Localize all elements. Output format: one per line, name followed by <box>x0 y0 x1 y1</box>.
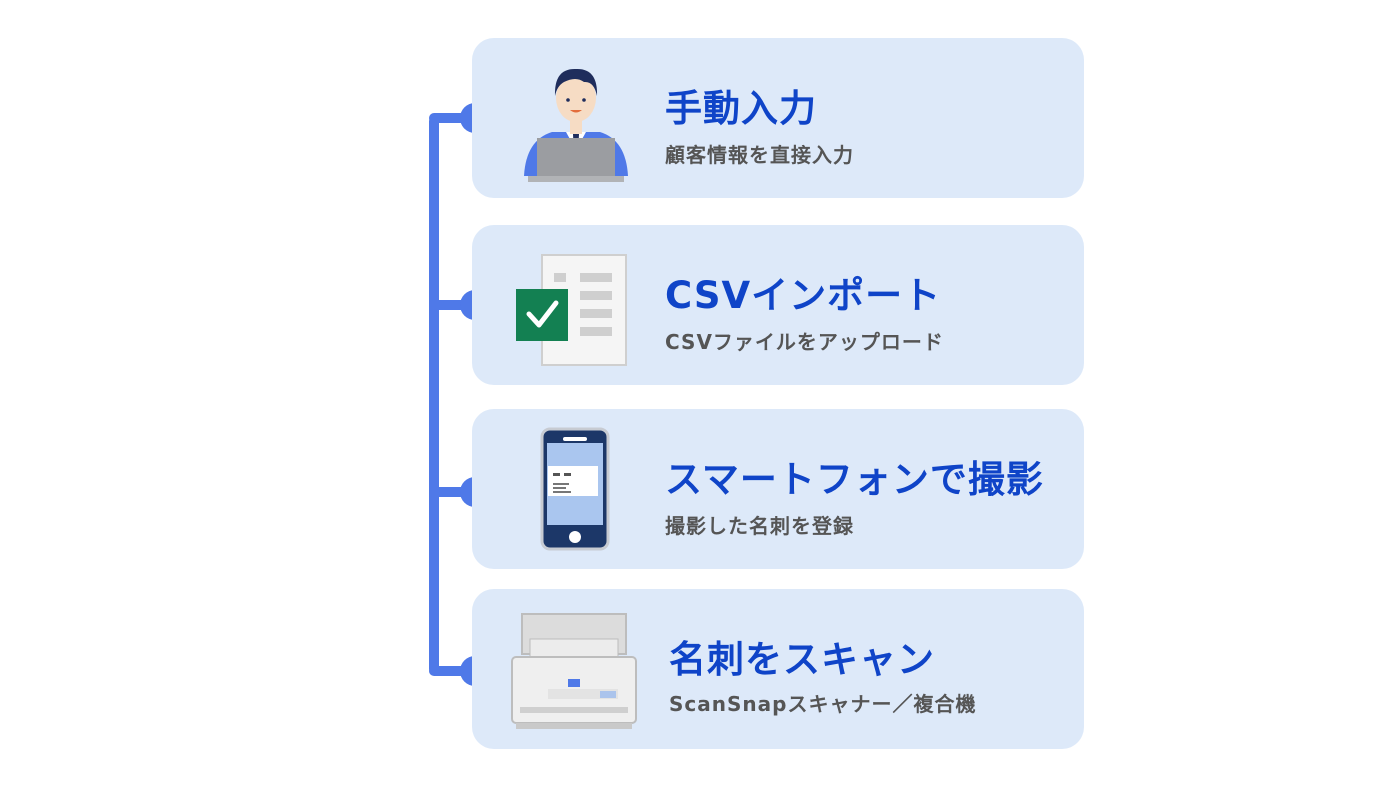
method-card-manual-input: 手動入力 顧客情報を直接入力 <box>472 38 1084 198</box>
method-card-csv-import: CSVインポート CSVファイルをアップロード <box>472 225 1084 385</box>
connector-line <box>429 113 473 123</box>
csv-document-check-icon <box>506 235 646 375</box>
method-subtitle: 撮影した名刺を登録 <box>665 514 854 538</box>
method-card-smartphone: スマートフォンで撮影 撮影した名刺を登録 <box>472 409 1084 569</box>
method-title: CSVインポート <box>665 274 942 317</box>
connector-line <box>429 487 473 497</box>
smartphone-business-card-icon <box>506 419 646 559</box>
connector-line <box>429 666 473 676</box>
method-subtitle: CSVファイルをアップロード <box>665 330 944 354</box>
timeline-rail <box>429 116 439 674</box>
method-subtitle: 顧客情報を直接入力 <box>665 143 854 167</box>
person-laptop-icon <box>506 48 646 188</box>
method-title: スマートフォンで撮影 <box>665 458 1044 501</box>
method-title: 手動入力 <box>665 87 817 130</box>
method-title: 名刺をスキャン <box>669 638 935 681</box>
method-subtitle: ScanSnapスキャナー／複合機 <box>669 692 977 716</box>
connector-line <box>429 300 473 310</box>
method-card-scanner: 名刺をスキャン ScanSnapスキャナー／複合機 <box>472 589 1084 749</box>
document-scanner-icon <box>506 599 646 739</box>
